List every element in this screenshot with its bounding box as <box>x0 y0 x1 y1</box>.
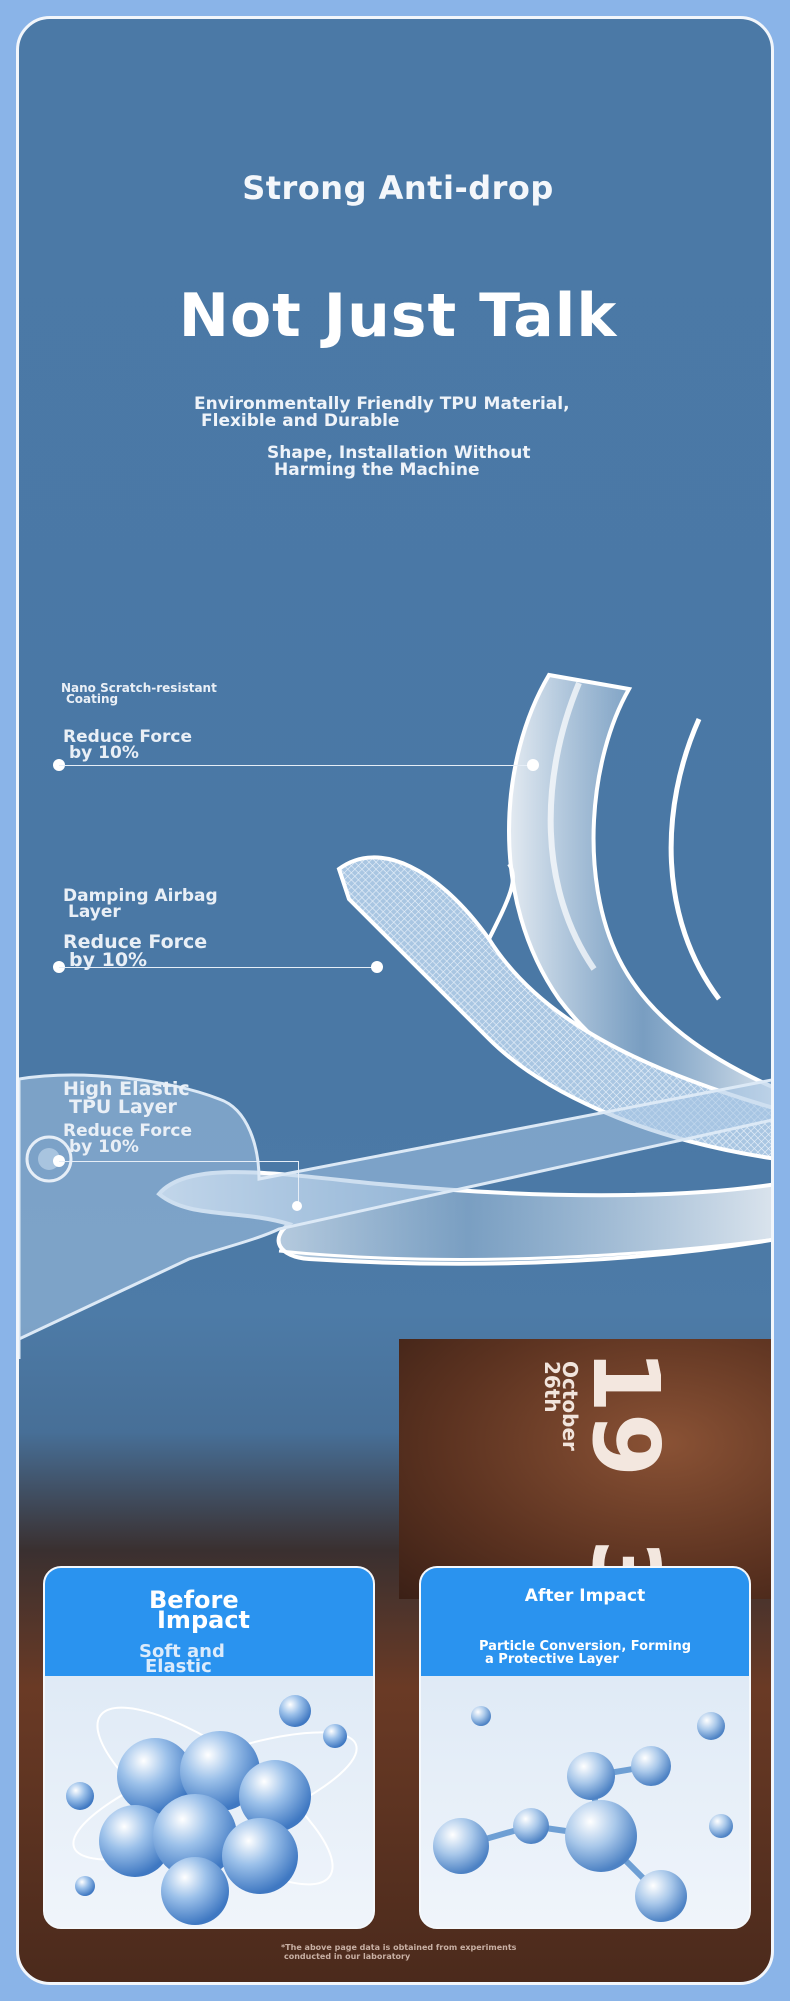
layer-2-name: Damping Airbag Layer <box>63 886 218 922</box>
layer-1-leader-line <box>59 765 529 766</box>
lab-footnote-line2: conducted in our laboratory <box>284 1952 411 1961</box>
after-card-desc-line1: Particle Conversion, Forming <box>479 1639 692 1654</box>
before-card-image <box>45 1676 373 1927</box>
layer-1-force-line2: by 10% <box>69 743 139 763</box>
layer-1-force-line1: Reduce Force <box>63 727 193 747</box>
layer-3-name-line2: TPU Layer <box>69 1096 177 1118</box>
layer-1-name-line2: Coating <box>66 692 119 706</box>
feature-text-2-line2: Harming the Machine <box>274 460 480 480</box>
layer-3-leader-line <box>59 1161 299 1162</box>
after-impact-card: After Impact Particle Conversion, Formin… <box>419 1566 751 1929</box>
molecular-network-icon <box>433 1706 733 1922</box>
clock-hours: 19 <box>572 1349 679 1478</box>
before-card-title-line2: Impact <box>157 1606 251 1634</box>
layer-1-name: Nano Scratch-resistant Coating <box>61 681 217 706</box>
layer-1-force: Reduce Force by 10% <box>63 727 193 763</box>
lab-footnote-line1: *The above page data is obtained from ex… <box>281 1943 517 1952</box>
layer-2-leader-line <box>59 967 377 968</box>
kicker-heading: Strong Anti-drop <box>242 169 554 207</box>
layer-2-force-line2: by 10% <box>69 949 148 971</box>
layer-3-force-line2: by 10% <box>69 1137 139 1157</box>
layer-3-force-line1: Reduce Force <box>63 1121 193 1141</box>
phone-screen: 19 30 October 26th <box>399 1339 771 1599</box>
before-card-title: Before Impact <box>149 1586 251 1634</box>
after-card-desc: Particle Conversion, Forming a Protectiv… <box>479 1640 691 1666</box>
layer-3-leader-drop <box>298 1161 299 1205</box>
before-card-desc-line2: Elastic <box>145 1656 212 1677</box>
layer-1-target <box>527 759 539 771</box>
product-panel: Strong Anti-drop Not Just Talk Environme… <box>16 16 774 1985</box>
after-card-desc-line2: a Protective Layer <box>485 1652 619 1667</box>
layer-2-force-line1: Reduce Force <box>63 931 208 953</box>
after-card-image <box>421 1676 749 1927</box>
layer-2-name-line1: Damping Airbag <box>63 886 218 906</box>
layer-3-name: High Elastic TPU Layer <box>63 1078 190 1118</box>
before-card-header: Before Impact Soft and Elastic <box>45 1568 373 1676</box>
before-impact-card: Before Impact Soft and Elastic <box>43 1566 375 1929</box>
before-card-title-line1: Before <box>149 1586 239 1614</box>
before-card-desc-line1: Soft and <box>139 1641 225 1662</box>
layer-3-target <box>292 1201 302 1211</box>
layer-3-force: Reduce Force by 10% <box>63 1121 193 1157</box>
soft-molecule-cluster-icon <box>66 1695 358 1925</box>
after-card-header: After Impact Particle Conversion, Formin… <box>421 1568 749 1676</box>
clock-time: 19 30 <box>572 1349 679 1599</box>
feature-text-2-line1: Shape, Installation Without <box>267 443 531 463</box>
lab-footnote: *The above page data is obtained from ex… <box>281 1943 516 1961</box>
layer-2-force: Reduce Force by 10% <box>63 931 208 971</box>
screen-glow <box>399 1339 771 1599</box>
feature-text-2: Shape, Installation Without Harming the … <box>267 445 531 479</box>
layer-3-name-line1: High Elastic <box>63 1078 190 1100</box>
clock-date: October 26th <box>540 1361 582 1451</box>
layer-2-target <box>371 961 383 973</box>
after-card-title: After Impact <box>524 1586 646 1606</box>
airbag-layer-shape <box>336 855 771 1161</box>
case-layers-illustration <box>19 672 771 1359</box>
feature-text-1: Environmentally Friendly TPU Material, F… <box>194 396 570 430</box>
feature-text-1-line1: Environmentally Friendly TPU Material, <box>194 394 570 414</box>
phone-edge-shape <box>19 1073 771 1359</box>
layer-1-name-line1: Nano Scratch-resistant <box>61 681 217 695</box>
main-headline: Not Just Talk <box>178 281 618 351</box>
layer-2-name-line2: Layer <box>68 902 121 922</box>
feature-text-1-line2: Flexible and Durable <box>201 411 400 431</box>
before-card-desc: Soft and Elastic <box>139 1641 225 1677</box>
